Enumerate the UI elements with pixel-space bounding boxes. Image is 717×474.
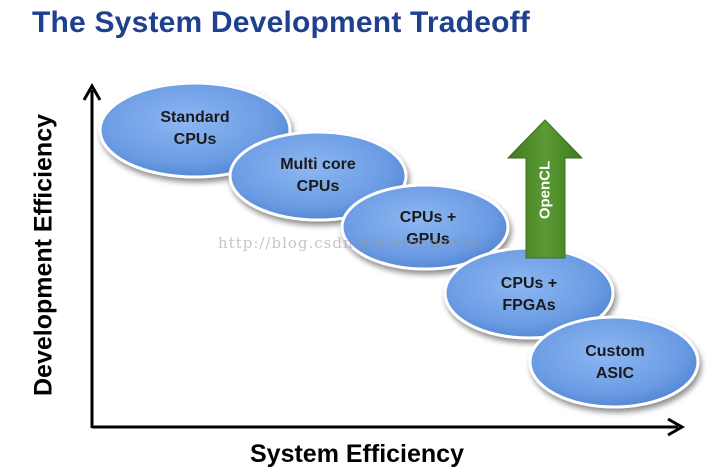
y-axis-arrowhead xyxy=(82,82,102,101)
opencl-arrow-label: OpenCL xyxy=(536,160,554,220)
node-label-line: CPUs xyxy=(173,131,217,148)
x-axis-label: System Efficiency xyxy=(250,440,464,468)
ellipse-cpus-gpus xyxy=(340,183,510,271)
ellipse-custom-asic xyxy=(528,315,700,409)
node-label-line: CPUs xyxy=(296,178,340,195)
node-label-cpus-fpgas: CPUs + FPGAs xyxy=(469,273,589,317)
page-title: The System Development Tradeoff xyxy=(32,6,530,39)
ellipse-nodes xyxy=(98,81,700,409)
node-label-line: GPUs xyxy=(406,231,450,248)
node-label-line: Standard xyxy=(160,109,230,126)
node-label-line: CPUs + xyxy=(399,209,457,226)
node-label-line: CPUs + xyxy=(500,275,558,292)
node-label-standard-cpus: Standard CPUs xyxy=(135,107,255,151)
watermark-text: http://blog.csdn.net/xbinworld xyxy=(218,234,478,252)
node-label-cpus-gpus: CPUs + GPUs xyxy=(368,207,488,251)
node-label-line: ASIC xyxy=(595,365,635,382)
node-label-line: Multi core xyxy=(280,156,356,173)
opencl-arrow xyxy=(506,119,584,259)
node-label-multi-core-cpus: Multi core CPUs xyxy=(258,154,378,198)
axes xyxy=(82,82,686,437)
x-axis-arrowhead xyxy=(667,417,686,437)
node-label-line: Custom xyxy=(585,343,645,360)
y-axis-label: Development Efficiency xyxy=(29,113,58,397)
node-label-custom-asic: Custom ASIC xyxy=(555,341,675,385)
node-label-line: FPGAs xyxy=(502,297,556,314)
